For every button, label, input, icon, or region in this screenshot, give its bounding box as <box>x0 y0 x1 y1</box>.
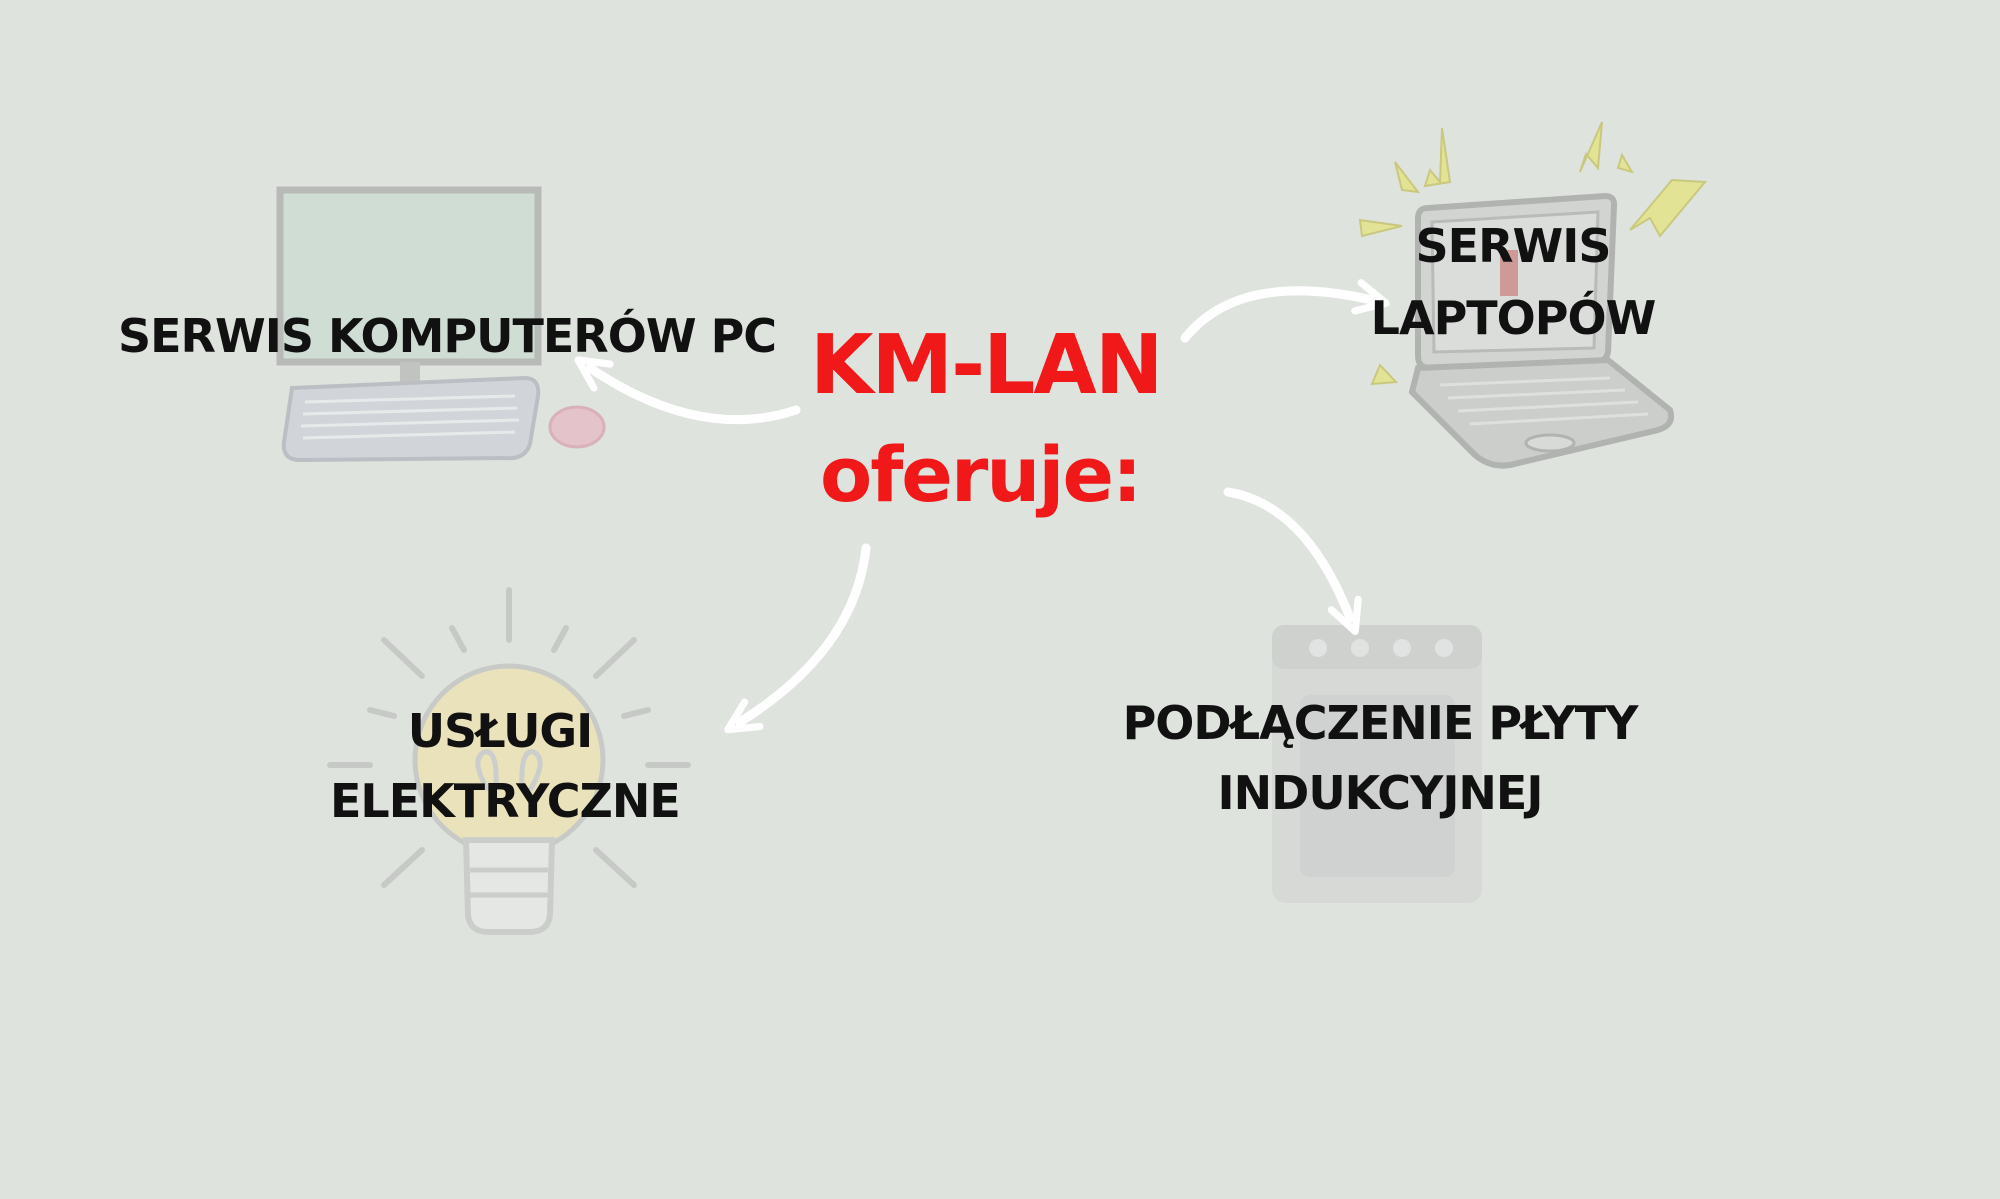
light-bulb-icon <box>327 587 691 935</box>
title-line-2: oferuje: <box>820 430 1142 519</box>
arrow-to-laptop <box>1180 279 1390 343</box>
laptop-icon <box>1358 121 1708 469</box>
arrows <box>574 279 1390 734</box>
arrow-to-induction <box>1223 487 1362 636</box>
service-label-laptop-line-1: SERWIS <box>1415 219 1612 273</box>
service-label-pc: SERWIS KOMPUTERÓW PC <box>118 309 777 363</box>
service-label-laptop-line-2: LAPTOPÓW <box>1370 291 1657 345</box>
arrow-to-electric <box>724 543 871 734</box>
stove-icon <box>1272 625 1482 903</box>
arrow-to-pc <box>574 356 801 425</box>
title-line-1: KM-LAN <box>810 318 1164 413</box>
service-label-induction-line-1: PODŁĄCZENIE PŁYTY <box>1122 696 1639 750</box>
desktop-computer-icon <box>276 186 606 463</box>
service-label-induction-line-2: INDUKCYJNEJ <box>1217 766 1544 820</box>
service-label-electric-line-1: USŁUGI <box>407 704 594 758</box>
service-label-electric-line-2: ELEKTRYCZNE <box>330 774 681 828</box>
